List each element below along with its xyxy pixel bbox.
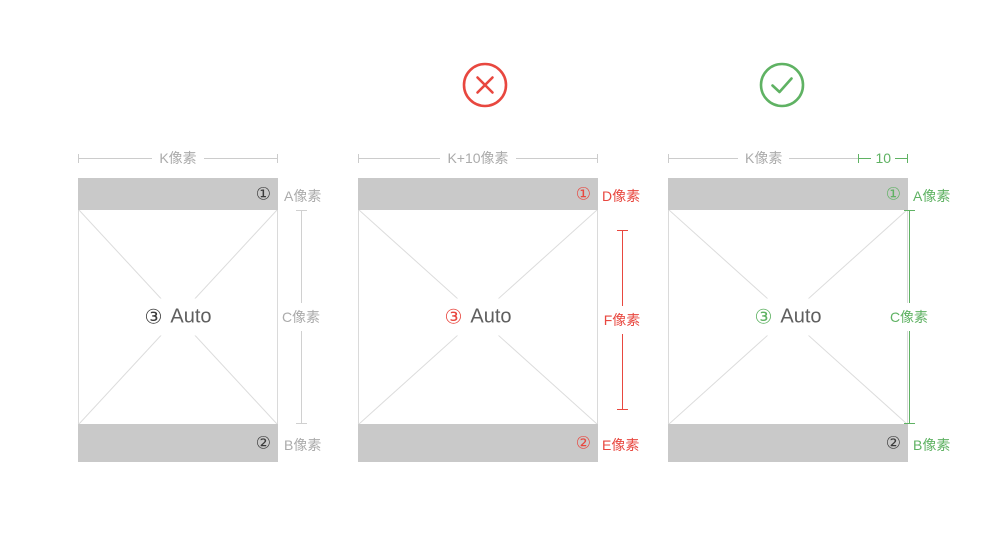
- dim-line-extra: [895, 157, 908, 159]
- dim-line: [621, 334, 623, 409]
- content-area: ③ Auto: [668, 210, 908, 424]
- side-label-top: D像素: [602, 188, 641, 204]
- auto-label: ③ Auto: [134, 298, 222, 336]
- side-label-top: A像素: [284, 188, 322, 204]
- dim-line-extra: [859, 157, 872, 159]
- marker-2: ②: [575, 433, 591, 453]
- width-label: K+10像素: [447, 150, 509, 166]
- bottom-bar: ②: [668, 424, 908, 462]
- width-extra-label: 10: [875, 150, 892, 166]
- marker-3: ③: [144, 306, 163, 329]
- marker-3: ③: [754, 306, 773, 329]
- side-label-middle: C像素: [280, 303, 322, 331]
- top-bar: ①: [78, 178, 278, 210]
- bottom-bar: ②: [358, 424, 598, 462]
- side-label-middle: F像素: [602, 306, 642, 334]
- dim-line: [203, 157, 277, 159]
- dim-tick-extra: [907, 153, 909, 163]
- x-circle-icon: [462, 62, 508, 108]
- auto-text: Auto: [780, 305, 822, 328]
- layout-box: ① ③ Auto ②: [78, 178, 278, 462]
- dim-tick: [616, 409, 628, 410]
- marker-2: ②: [885, 433, 901, 453]
- layout-box: ① ③ Auto ②: [668, 178, 908, 462]
- auto-text: Auto: [170, 305, 212, 328]
- dim-line: [300, 211, 302, 303]
- side-label-bottom: B像素: [284, 437, 322, 453]
- dim-line: [908, 211, 910, 303]
- dim-line: [79, 157, 153, 159]
- dim-tick: [597, 153, 598, 163]
- dim-line: [621, 231, 623, 306]
- height-dimension: C像素: [888, 210, 930, 424]
- dim-line: [669, 157, 739, 159]
- side-label-bottom: B像素: [913, 437, 951, 453]
- dim-line: [515, 157, 597, 159]
- layout-box: ① ③ Auto ②: [358, 178, 598, 462]
- marker-1: ①: [575, 184, 591, 204]
- content-area: ③ Auto: [358, 210, 598, 424]
- top-bar: ①: [358, 178, 598, 210]
- content-area: ③ Auto: [78, 210, 278, 424]
- width-dimension: K+10像素: [358, 150, 598, 166]
- error-icon: [461, 61, 509, 109]
- auto-label: ③ Auto: [434, 298, 522, 336]
- check-circle-icon: [759, 62, 805, 108]
- side-label-bottom: E像素: [602, 437, 640, 453]
- dim-line: [908, 331, 910, 423]
- side-label-middle: C像素: [888, 303, 930, 331]
- dim-tick: [295, 423, 307, 424]
- width-label: K像素: [159, 150, 197, 166]
- dim-tick: [903, 210, 915, 211]
- success-icon: [758, 61, 806, 109]
- bottom-bar: ②: [78, 424, 278, 462]
- dim-tick: [668, 153, 669, 163]
- marker-1: ①: [255, 184, 271, 204]
- marker-1: ①: [885, 184, 901, 204]
- auto-label: ③ Auto: [744, 298, 832, 336]
- auto-text: Auto: [470, 305, 512, 328]
- top-bar: ①: [668, 178, 908, 210]
- side-label-top: A像素: [913, 188, 951, 204]
- dim-tick: [903, 423, 915, 424]
- dim-tick: [358, 153, 359, 163]
- width-dimension: K像素 10: [668, 150, 909, 166]
- height-dimension: F像素: [602, 230, 642, 410]
- dim-line: [359, 157, 441, 159]
- width-label: K像素: [745, 150, 783, 166]
- dim-line: [789, 157, 859, 159]
- marker-2: ②: [255, 433, 271, 453]
- dim-line: [300, 331, 302, 423]
- height-dimension: C像素: [280, 210, 322, 424]
- dim-tick: [277, 153, 278, 163]
- dim-tick-extra: [858, 153, 860, 163]
- dim-tick: [295, 210, 307, 211]
- dim-tick: [78, 153, 79, 163]
- width-dimension: K像素: [78, 150, 278, 166]
- dim-tick: [616, 230, 628, 231]
- marker-3: ③: [444, 306, 463, 329]
